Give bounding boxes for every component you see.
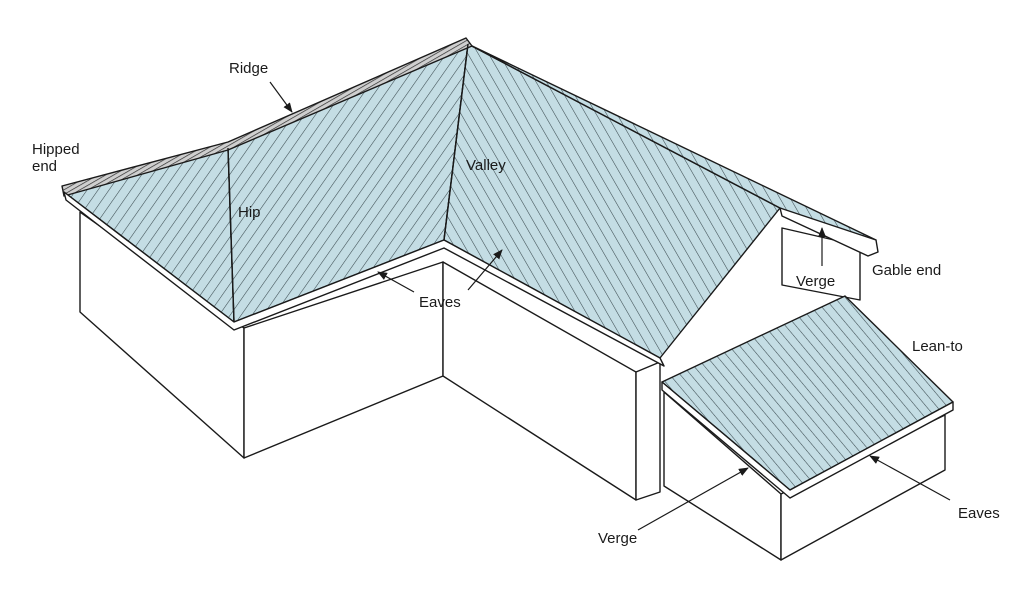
verge-upper-label: Verge	[796, 273, 836, 290]
lean-to-roof	[661, 295, 954, 499]
hip-line	[227, 147, 235, 323]
verge-lower-arrow	[637, 467, 749, 531]
ridge-label: Ridge	[229, 60, 269, 77]
arrows	[269, 81, 951, 531]
eaves-lean-to-arrow	[869, 455, 951, 501]
valley-line	[443, 43, 469, 241]
ridge-arrow	[269, 81, 293, 113]
eaves-lean-to-label: Eaves	[958, 505, 1000, 522]
gable-end-label: Gable end	[872, 262, 942, 279]
verge-lower-label: Verge	[598, 530, 638, 547]
main-roof	[61, 37, 879, 367]
hip-label: Hip	[238, 204, 261, 221]
walls	[79, 211, 946, 561]
ridge-strip	[61, 37, 473, 197]
hipped-end-label-line2: end	[32, 158, 58, 175]
eaves-arrow-left	[377, 271, 415, 293]
eaves-fascia	[63, 191, 665, 367]
eaves-arrow-right	[467, 249, 503, 291]
valley-label: Valley	[466, 157, 506, 174]
hipped-end-label-line1: Hipped	[32, 141, 80, 158]
gable-end-wall	[635, 361, 661, 501]
lean-to-fascia	[661, 381, 954, 499]
gable-verge-fascia	[779, 207, 879, 257]
lean-to-label: Lean-to	[912, 338, 963, 355]
eaves-main-label: Eaves	[419, 294, 461, 311]
